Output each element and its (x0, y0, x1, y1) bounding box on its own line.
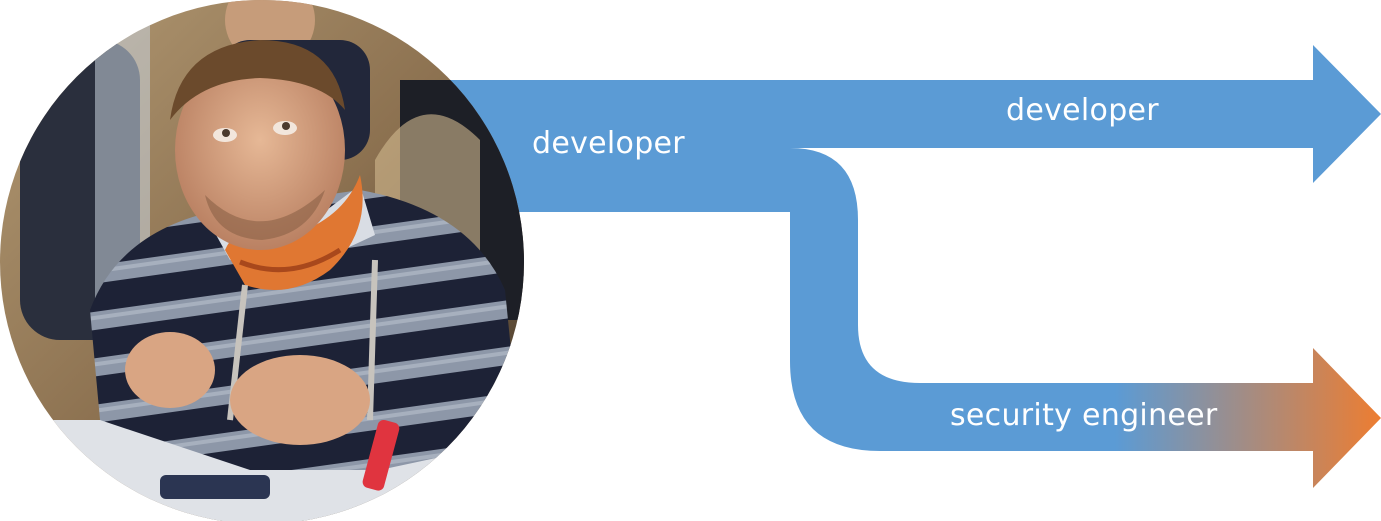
current-role-label: developer (532, 126, 685, 161)
arrow-continue-developer (430, 45, 1381, 212)
branch-path-label: security engineer (950, 398, 1218, 433)
developer-photo (0, 0, 524, 521)
continue-path-label: developer (1006, 93, 1159, 128)
arrow-branch-security-engineer (790, 148, 1381, 488)
